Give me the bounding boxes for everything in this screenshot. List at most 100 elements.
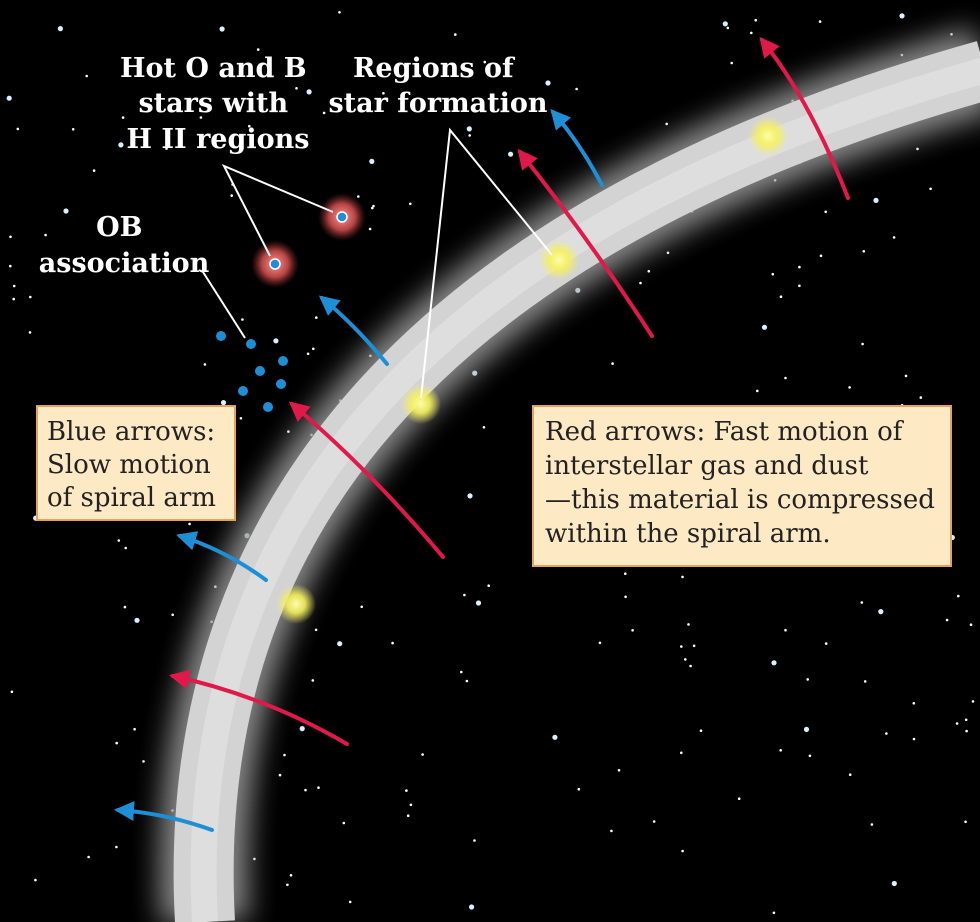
background-star: [409, 202, 412, 206]
background-star: [885, 732, 888, 735]
background-star: [687, 623, 690, 626]
background-star: [848, 386, 851, 389]
background-star: [199, 116, 203, 119]
background-star: [283, 753, 286, 757]
legend-blue-box: Blue arrows: Slow motion of spiral arm: [36, 405, 236, 521]
background-star: [964, 718, 968, 722]
ob-star-icon: [238, 386, 248, 396]
background-star: [287, 430, 290, 433]
ob-star-icon: [246, 339, 256, 349]
background-star: [681, 575, 684, 579]
background-star: [722, 21, 728, 27]
background-star: [680, 645, 683, 648]
background-star: [756, 389, 759, 393]
background-star: [124, 546, 127, 550]
background-star: [965, 729, 968, 733]
background-star: [220, 400, 227, 406]
background-star: [737, 797, 741, 800]
background-star: [466, 126, 472, 132]
background-star: [475, 600, 482, 606]
background-star: [6, 95, 12, 101]
spiral-arm: [159, 27, 980, 922]
background-star: [382, 92, 385, 95]
background-star: [545, 80, 551, 86]
blue-arrow-icon: [550, 108, 604, 187]
background-star: [684, 658, 687, 661]
background-star: [306, 352, 310, 356]
background-star: [482, 426, 486, 429]
background-star: [819, 254, 823, 258]
red-arrow-icon: [288, 401, 445, 559]
background-star: [29, 295, 32, 299]
background-star: [348, 900, 352, 904]
star-formation-icon: [276, 584, 316, 624]
ob-association-leader: [198, 269, 246, 339]
background-star: [916, 147, 919, 151]
blue-arrow-icon: [176, 531, 268, 582]
background-star: [406, 814, 410, 817]
background-star: [460, 670, 463, 674]
background-star: [80, 256, 84, 260]
background-star: [9, 264, 12, 268]
background-star: [771, 660, 777, 666]
background-star: [258, 142, 262, 145]
background-star: [798, 284, 801, 288]
star-formation-leader: [420, 127, 553, 399]
background-star: [945, 618, 949, 622]
legend-red-box: Red arrows: Fast motion of interstellar …: [532, 405, 952, 567]
background-star: [971, 700, 975, 703]
ob-star-icon: [255, 366, 265, 376]
background-star: [9, 235, 12, 239]
background-star: [171, 613, 174, 617]
background-star: [16, 127, 20, 131]
background-star: [230, 194, 233, 197]
background-star: [463, 593, 466, 597]
background-star: [368, 227, 372, 231]
background-star: [165, 147, 168, 150]
background-star: [248, 124, 251, 128]
background-star: [342, 821, 346, 825]
background-star: [473, 839, 476, 842]
ob-association: [216, 331, 288, 412]
blue-arrow-icon: [318, 295, 389, 366]
red-arrow-icon: [169, 669, 349, 746]
background-star: [219, 26, 225, 32]
background-star: [222, 144, 225, 147]
background-star: [134, 617, 140, 623]
background-star: [873, 197, 879, 203]
background-star: [253, 857, 256, 861]
background-star: [487, 584, 491, 587]
background-star: [860, 601, 864, 604]
background-star: [861, 342, 864, 346]
background-star: [391, 641, 394, 645]
background-star: [761, 324, 768, 330]
background-star: [44, 233, 47, 237]
background-star: [750, 31, 753, 35]
background-star: [360, 605, 364, 609]
background-star: [421, 753, 424, 756]
background-star: [92, 169, 96, 172]
background-star: [699, 729, 703, 732]
background-star: [299, 726, 305, 732]
background-star: [726, 26, 730, 30]
background-star: [577, 787, 581, 791]
background-star: [311, 679, 315, 682]
background-star: [772, 911, 776, 915]
background-star: [784, 628, 787, 632]
background-star: [575, 87, 578, 91]
leader-lines: [198, 127, 553, 399]
background-star: [369, 158, 375, 164]
background-star: [681, 849, 684, 853]
background-star: [71, 128, 75, 131]
background-star: [203, 363, 207, 366]
background-star: [312, 347, 315, 351]
background-star: [824, 642, 828, 645]
background-star: [624, 595, 627, 599]
background-star: [317, 786, 320, 789]
red-arrow-icon: [759, 36, 850, 200]
background-star: [808, 754, 812, 758]
background-star: [289, 874, 293, 877]
star-formation-icon: [401, 384, 441, 424]
star-formation-label: Regions of star formation: [328, 53, 547, 119]
